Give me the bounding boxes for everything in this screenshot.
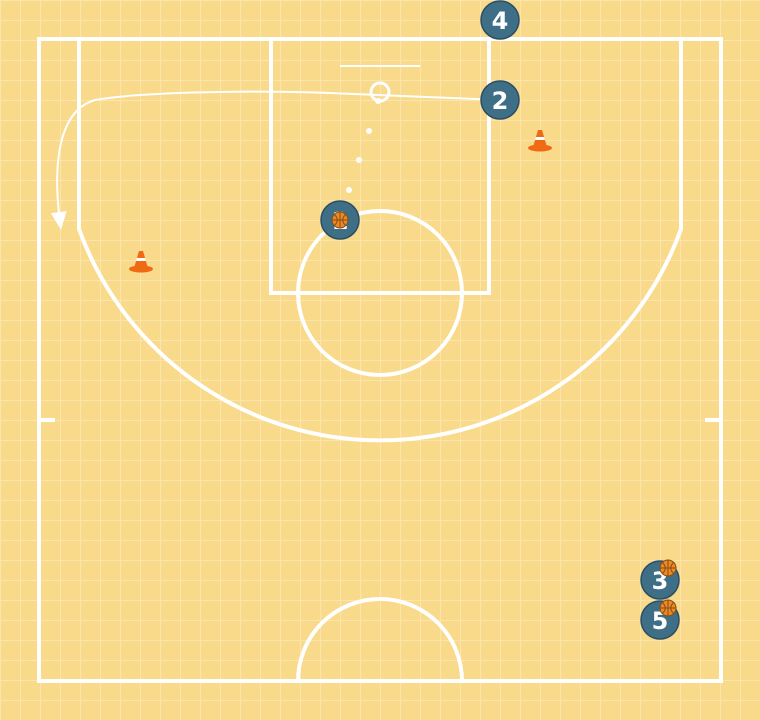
player-label: 2 [492, 87, 509, 115]
cone-icon [129, 251, 153, 273]
free-throw-circle [296, 209, 464, 377]
cone-icon [528, 130, 552, 152]
player-marker-2[interactable]: 2 [480, 80, 520, 120]
three-point-line [77, 39, 683, 443]
cut-arrow-path [50, 90, 501, 230]
player-label: 4 [492, 7, 509, 35]
player-marker-1[interactable]: 1 [320, 200, 360, 240]
court-lines [37, 37, 723, 683]
basketball-icon [659, 599, 677, 617]
paint-lane [269, 37, 491, 295]
player-marker-4[interactable]: 4 [480, 0, 520, 40]
player-marker-5[interactable]: 5 [640, 599, 680, 640]
center-circle [296, 597, 464, 682]
player-marker-3[interactable]: 3 [640, 559, 680, 600]
dribble-path [346, 98, 381, 193]
basketball-icon [331, 211, 349, 229]
basketball-icon [659, 559, 677, 577]
